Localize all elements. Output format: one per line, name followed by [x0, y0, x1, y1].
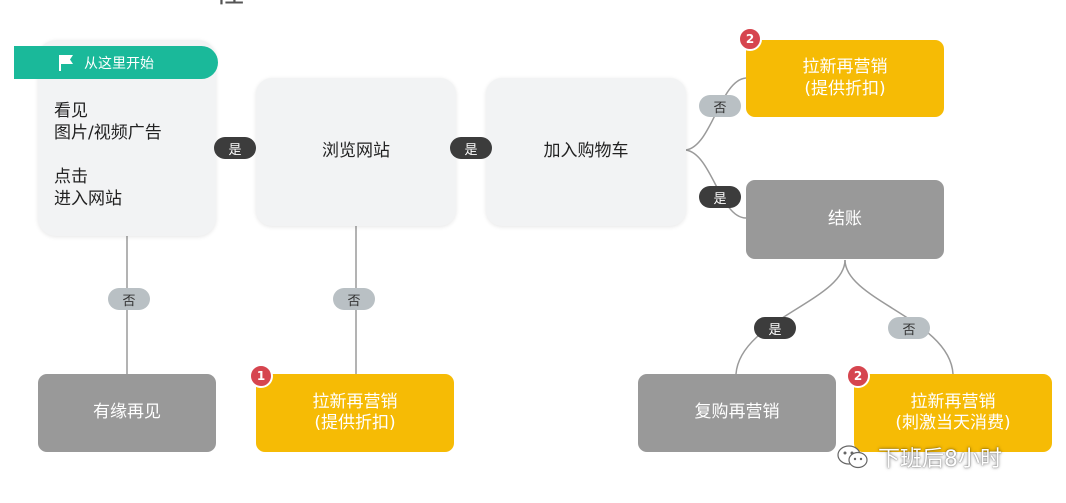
- retarget-checkout-badge: 2: [846, 364, 870, 388]
- retarget-cart-node: 拉新再营销 (提供折扣): [746, 40, 944, 117]
- browse-node-label: 浏览网站: [322, 141, 390, 162]
- retarget-browse-line2: (提供折扣): [314, 413, 396, 433]
- retarget-checkout-line1: 拉新再营销: [910, 391, 996, 412]
- checkout-node: 结账: [746, 180, 944, 259]
- start-node-text: 看见 图片/视频广告 点击 进入网站: [54, 100, 162, 210]
- retarget-checkout-line2: (刺激当天消费): [895, 413, 1011, 433]
- retarget-browse-line1: 拉新再营销: [312, 391, 398, 412]
- start-banner-label: 从这里开始: [84, 55, 154, 72]
- browse-node: 浏览网站: [256, 78, 456, 226]
- yes-pill-browse-cart: 是: [450, 137, 492, 159]
- goodbye-node: 有缘再见: [38, 374, 216, 452]
- yes-pill-cart-checkout: 是: [699, 186, 741, 208]
- checkout-node-label: 结账: [828, 208, 862, 229]
- cart-node-label: 加入购物车: [543, 141, 629, 162]
- no-pill-browse: 否: [333, 288, 375, 310]
- connector-checkout-retarget: [844, 259, 954, 375]
- retarget-cart-line1: 拉新再营销: [802, 57, 888, 78]
- retarget-cart-line2: (提供折扣): [804, 78, 886, 99]
- repurchase-node-label: 复购再营销: [694, 402, 780, 423]
- start-line-ad: 图片/视频广告: [54, 123, 162, 143]
- retarget-checkout-node: 拉新再营销 (刺激当天消费): [854, 374, 1052, 452]
- connector-cart-checkout: [685, 149, 747, 219]
- page-title-fragment: 程: [214, 0, 244, 8]
- start-line-enter: 进入网站: [54, 189, 122, 209]
- no-pill-cart: 否: [699, 95, 741, 117]
- wechat-icon: [836, 444, 870, 470]
- no-pill-checkout: 否: [888, 317, 930, 339]
- start-line-click: 点击: [54, 167, 88, 187]
- no-pill-start: 否: [108, 288, 150, 310]
- connector-checkout-repurchase: [735, 259, 846, 375]
- retarget-browse-node: 拉新再营销 (提供折扣): [256, 374, 454, 452]
- watermark: 下班后8小时: [836, 441, 1002, 473]
- start-banner: 从这里开始: [14, 46, 218, 79]
- watermark-text: 下班后8小时: [878, 447, 1002, 472]
- yes-pill-checkout-repurchase: 是: [754, 317, 796, 339]
- repurchase-node: 复购再营销: [638, 374, 836, 452]
- retarget-browse-badge: 1: [249, 364, 273, 388]
- goodbye-node-label: 有缘再见: [93, 402, 161, 423]
- start-line-see: 看见: [54, 101, 88, 121]
- cart-node: 加入购物车: [486, 78, 686, 226]
- flag-icon: [58, 54, 74, 72]
- retarget-cart-badge: 2: [738, 27, 762, 51]
- yes-pill-start-browse: 是: [214, 137, 256, 159]
